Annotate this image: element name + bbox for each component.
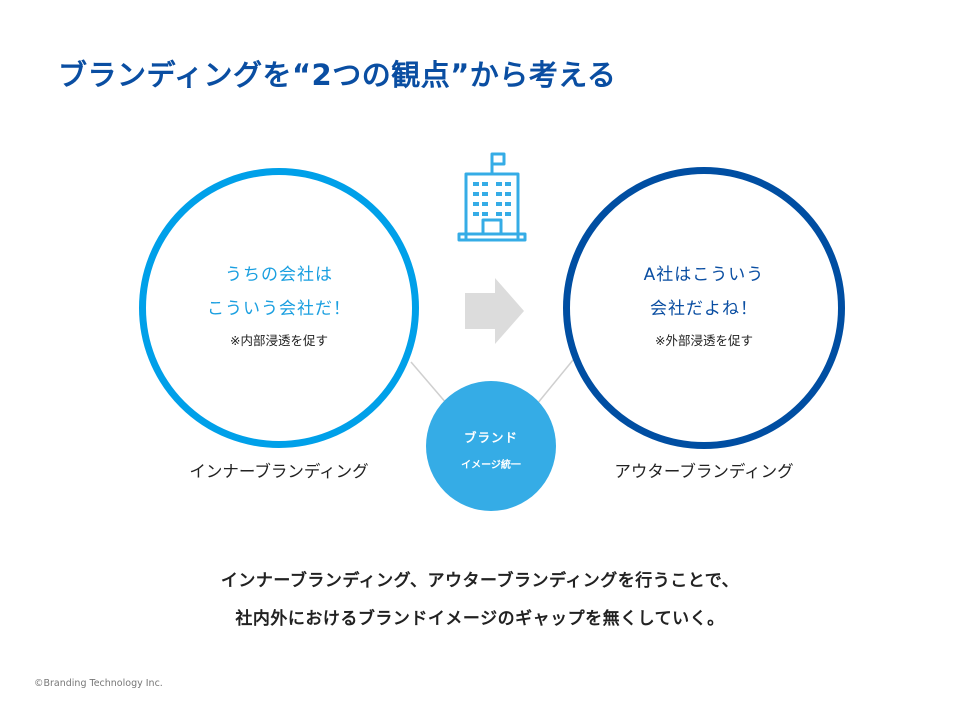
summary-text: インナーブランディング、アウターブランディングを行うことで、 社内外におけるブラ… [0, 562, 960, 638]
inner-message-line1: うちの会社は [225, 265, 333, 285]
copyright: ©Branding Technology Inc. [34, 678, 163, 689]
inner-branding-circle [139, 168, 419, 448]
inner-branding-caption: インナーブランディング [189, 462, 369, 481]
outer-branding-circle [563, 167, 845, 449]
outer-branding-content: A社はこういう 会社だよね！ ※外部浸透を促す [563, 258, 845, 349]
outer-message-line1: A社はこういう [643, 265, 765, 285]
building-icon [457, 152, 527, 242]
brand-subtitle: イメージ統一 [461, 460, 521, 471]
brand-title: ブランド [463, 430, 518, 445]
right-arrow-icon [465, 278, 524, 344]
brand-image-circle: ブランド イメージ統一 [426, 381, 556, 511]
outer-branding-caption: アウターブランディング [614, 462, 794, 481]
inner-message-line2: こういう会社だ！ [207, 299, 351, 319]
outer-note: ※外部浸透を促す [655, 333, 753, 348]
outer-message-line2: 会社だよね！ [650, 299, 758, 319]
summary-line1: インナーブランディング、アウターブランディングを行うことで、 [220, 571, 740, 591]
page-title: ブランディングを“2つの観点”から考える [58, 58, 617, 92]
inner-branding-content: うちの会社は こういう会社だ！ ※内部浸透を促す [139, 258, 419, 349]
inner-note: ※内部浸透を促す [230, 333, 328, 348]
summary-line2: 社内外におけるブランドイメージのギャップを無くしていく。 [235, 609, 725, 629]
